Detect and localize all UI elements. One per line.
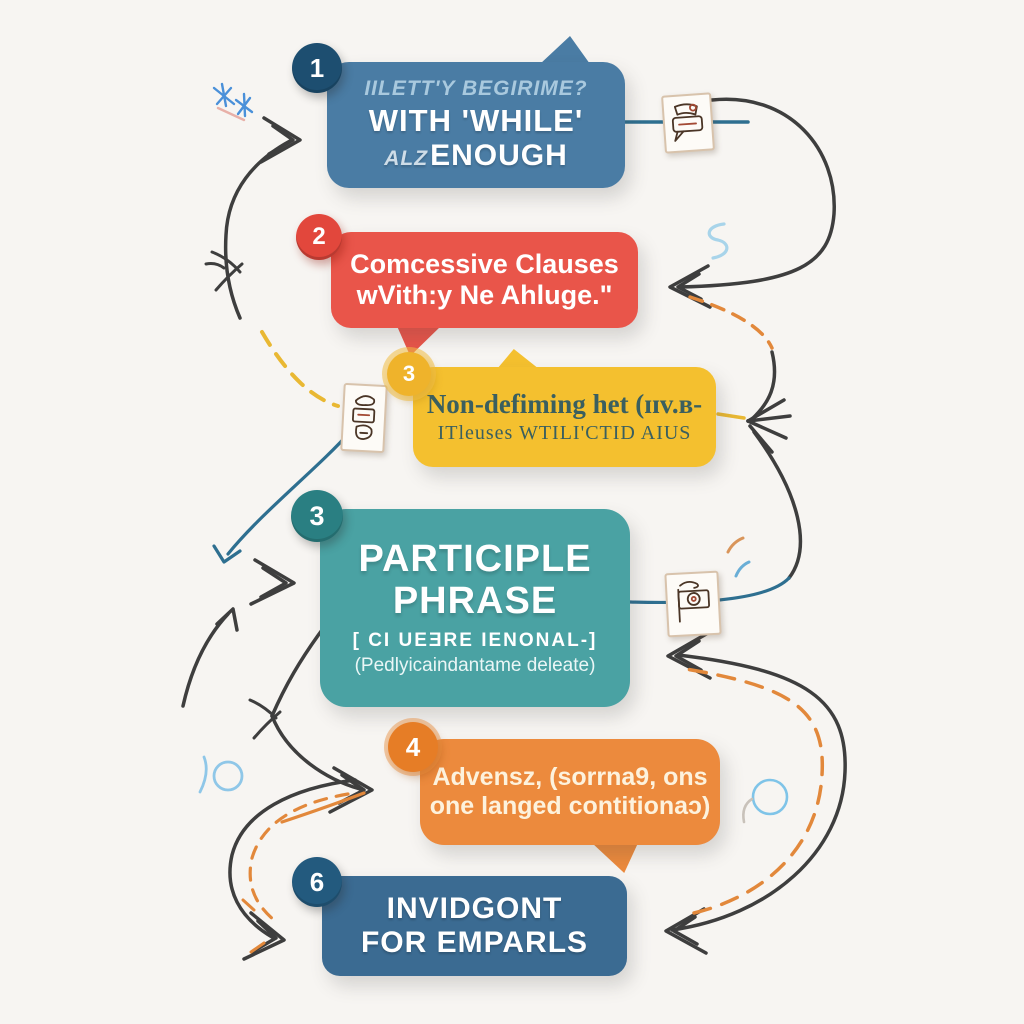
feather-doodle-2 (248, 698, 282, 740)
participle-bracket-text: [ CI UEƎRE IENONAL-] (352, 630, 598, 652)
step6-bubble: INVIDGONT FOR EMPARLS (322, 876, 627, 976)
arrow-into-step1 (223, 116, 302, 320)
participle-title-line1: PARTICIPLE (358, 537, 592, 580)
step3-yellow-bubble: Non-defiming het (ɪɪv.ʙ- ITleuses WTILI'… (413, 367, 716, 467)
yellow-dashed-connector (260, 330, 340, 408)
step1-title2: ALZENOUGH (384, 139, 568, 173)
dark-curve-right-mid (752, 430, 803, 580)
scroll-note-card-icon (340, 382, 388, 454)
circle-doodle (751, 778, 789, 816)
step2-bubble: Comcessive Clauses wVith:y Ne Ahluge." (331, 232, 638, 328)
step4-number-badge: 4 (388, 722, 438, 772)
orange-tick-doodle (726, 536, 745, 554)
step6-number-badge: 6 (292, 857, 342, 907)
step4-subtitle: one langed contitionaɔ) (429, 792, 711, 820)
participle-title-line2: PHRASE (392, 579, 558, 622)
grey-curl-doodle (742, 797, 754, 824)
pink-stroke-doodle (216, 106, 246, 122)
step6-title-line1: INVIDGONT (386, 892, 563, 925)
teal-number-badge: 3 (291, 490, 343, 542)
step1-title: WITH 'WHILE' (368, 103, 584, 138)
step3-number-badge: 3 (387, 352, 431, 396)
step4-bubble: Advensz, (sorrna9, ons one langed contit… (420, 739, 720, 845)
speech-note-card-icon (661, 92, 715, 154)
participle-phrase-bubble: PARTICIPLE PHRASE [ CI UEƎRE IENONAL-] (… (320, 509, 630, 707)
screen-note-card-icon (664, 570, 722, 638)
blue-tick-doodle (734, 560, 751, 578)
step6-title-line2: FOR EMPARLS (360, 926, 589, 959)
step1-subtitle: IILETT'Y BEGIRIME? (364, 77, 588, 100)
blue-connector-step3 (628, 576, 791, 605)
step2-number-badge: 2 (296, 214, 342, 260)
orange-dash-doodles (241, 898, 266, 954)
arrow-into-step3-yellow (746, 350, 792, 454)
step4-title: Advensz, (sorrna9, ons (432, 763, 708, 791)
yellow-connector-stub (716, 412, 746, 420)
step3-title: Non-defiming het (ɪɪv.ʙ- (426, 389, 703, 419)
step3-subtitle: ITleuses WTILI'CTID AIUS (437, 422, 692, 444)
bottom-left-arc-orange-dash (248, 792, 350, 922)
o-tick-doodle (198, 755, 244, 794)
teal-connector-left (212, 430, 352, 564)
step2-title: Comcessive Clauses (350, 249, 619, 279)
s-curve-doodle (707, 222, 729, 260)
step1-title2-prefix: ALZ (384, 147, 429, 170)
step1-number-badge: 1 (292, 43, 342, 93)
participle-paren-text: (Pedlyicaindantame deleate) (354, 655, 596, 677)
orange-dashed-right (688, 295, 774, 350)
sparkle-doodle (212, 82, 254, 118)
big-right-arc-orange-dash (678, 666, 825, 915)
orange-connector-to-step4 (280, 791, 366, 824)
arrow-into-step3-teal (181, 558, 296, 708)
step2-subtitle: wVith:y Ne Ahluge." (356, 280, 613, 310)
step1-bubble: IILETT'Y BEGIRIME? WITH 'WHILE' ALZENOUG… (327, 62, 625, 188)
step1-title2-main: ENOUGH (430, 139, 568, 172)
feather-doodle (204, 250, 244, 292)
